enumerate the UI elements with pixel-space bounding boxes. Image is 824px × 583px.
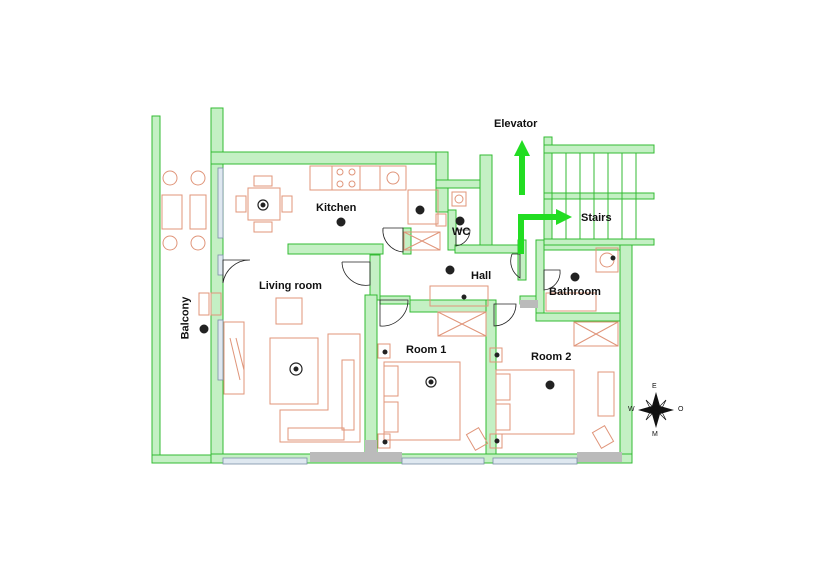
light-room2 <box>545 380 555 390</box>
compass-label-north: E <box>652 383 657 390</box>
stairs-arrow-vertical <box>518 214 524 254</box>
stairs-wall-mid <box>543 192 655 200</box>
stairs-arrow-head <box>556 209 572 225</box>
wall-shaft <box>479 154 493 248</box>
room-label-wc: WC <box>452 226 471 238</box>
room-label-room1: Room 1 <box>406 344 447 356</box>
light-room1 <box>425 376 437 388</box>
room-label-living-room: Living room <box>259 280 322 292</box>
wall-bathroom-bottom <box>535 312 623 322</box>
light-kitchen-table <box>257 199 269 211</box>
stairs-arrow-horizontal <box>518 214 558 220</box>
wall-living-room1 <box>364 294 378 456</box>
furniture <box>161 165 619 451</box>
light-wc <box>455 216 465 226</box>
label-stairs: Stairs <box>581 212 612 224</box>
compass-rose <box>638 392 674 428</box>
compass-label-south: M <box>652 431 658 438</box>
light-living-room <box>289 362 303 376</box>
room-label-hall: Hall <box>471 270 492 282</box>
light-bathroom <box>570 272 580 282</box>
room-label-kitchen: Kitchen <box>316 202 357 214</box>
elevator-arrow-head <box>514 140 530 156</box>
light-bathroom-sink <box>610 255 616 261</box>
compass-label-west: W <box>628 406 635 413</box>
grey-wall-segments <box>310 300 622 462</box>
wall-north <box>210 151 449 165</box>
label-elevator: Elevator <box>494 118 538 130</box>
room-label-room2: Room 2 <box>531 351 572 363</box>
direction-arrows <box>514 140 572 254</box>
compass-label-east: O <box>678 406 684 413</box>
stairs-treads <box>551 153 637 239</box>
light-hall <box>445 265 455 275</box>
stairs-wall-bottom <box>543 238 655 246</box>
windows <box>217 167 578 465</box>
elevator-arrow-shaft <box>519 155 525 195</box>
balcony-wall-left <box>151 115 161 462</box>
wall-hall-north <box>454 244 526 254</box>
light-kitchen-counter <box>415 205 425 215</box>
light-hall-cabinet <box>461 294 467 300</box>
light-kitchen <box>336 217 346 227</box>
room-label-bathroom: Bathroom <box>549 286 601 298</box>
light-balcony <box>199 324 209 334</box>
wall-kitchen-living <box>287 243 384 255</box>
doors <box>222 227 561 327</box>
room-label-balcony: Balcony <box>179 296 192 340</box>
wall-hall-west <box>369 254 381 301</box>
ceiling-lights <box>199 199 616 445</box>
wall-wc-top <box>435 179 483 189</box>
stairs-wall-top <box>543 144 655 154</box>
wall-east <box>619 239 633 461</box>
